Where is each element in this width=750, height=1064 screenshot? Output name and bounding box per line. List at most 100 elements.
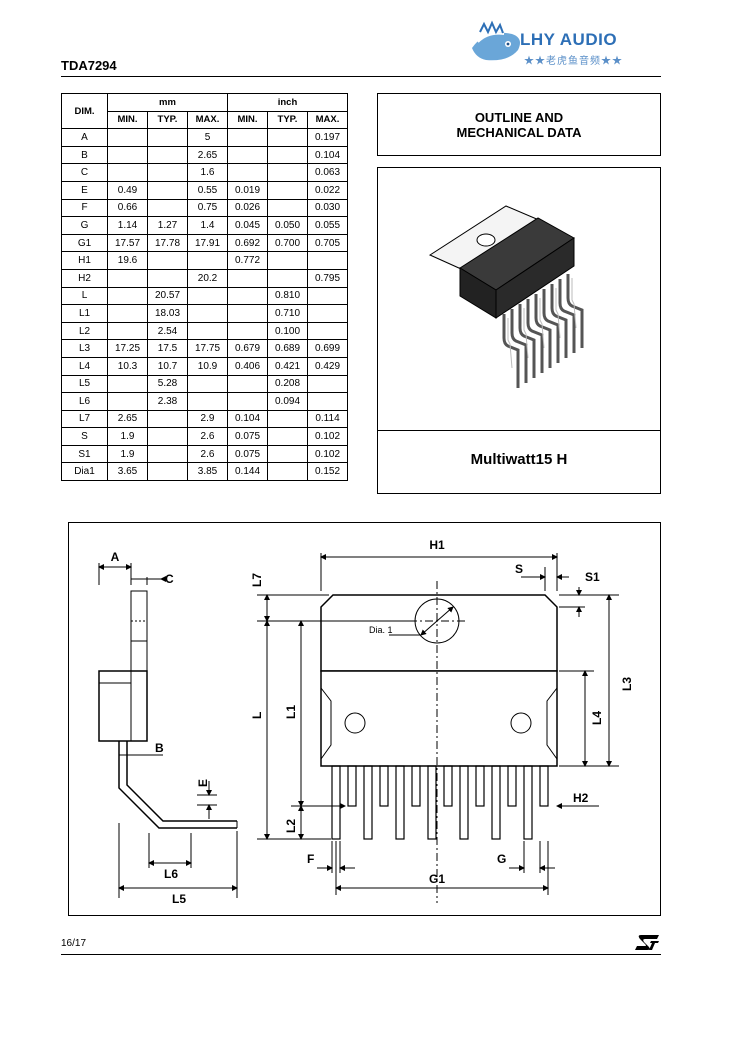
sub-header: MAX.: [307, 110, 348, 130]
dim-value-cell: 0.421: [267, 356, 308, 376]
dim-value-cell: 0.063: [307, 163, 348, 182]
dim-value-cell: 0.49: [107, 180, 148, 200]
drawing-pins: [331, 765, 549, 840]
dim-header: DIM.: [61, 92, 108, 130]
dim-value-cell: 2.54: [147, 321, 188, 341]
dim-value-cell: 0.689: [267, 339, 308, 358]
dim-value-cell: [147, 444, 188, 464]
page-number: 16/17: [61, 938, 87, 949]
lhy-audio-logo: [472, 20, 520, 61]
dim-value-cell: [107, 392, 148, 411]
dim-value-cell: 0.772: [227, 251, 268, 270]
dim-value-cell: [107, 128, 148, 147]
dim-name-cell: A: [61, 128, 108, 147]
dim-label-s: S: [515, 562, 523, 576]
dim-value-cell: 0.075: [227, 427, 268, 446]
package-pins: [502, 274, 584, 388]
dim-value-cell: [227, 304, 268, 323]
dim-value-cell: 1.6: [187, 163, 228, 182]
dim-value-cell: 0.679: [227, 339, 268, 358]
dim-label-s1: S1: [585, 570, 600, 584]
dim-name-cell: H2: [61, 268, 108, 288]
dim-label-l: L: [250, 712, 264, 719]
dim-value-cell: [267, 444, 308, 464]
dim-label-g: G: [497, 852, 506, 866]
dim-value-cell: 5: [187, 128, 228, 147]
dim-label-l3: L3: [620, 677, 634, 691]
dim-name-cell: L3: [61, 339, 108, 358]
dim-label-h2: H2: [573, 791, 589, 805]
dim-value-cell: [227, 286, 268, 306]
table-row: C 1.6 0.063: [61, 163, 348, 182]
dim-value-cell: [267, 180, 308, 200]
tiger-fish-icon: [472, 20, 520, 61]
dim-value-cell: [187, 286, 228, 306]
table-row: A 5 0.197: [61, 128, 348, 147]
dim-value-cell: [267, 145, 308, 165]
dim-name-cell: F: [61, 198, 108, 218]
dim-value-cell: 19.6: [107, 251, 148, 270]
sub-header: TYP.: [267, 110, 308, 130]
dim-value-cell: 17.25: [107, 339, 148, 358]
dim-value-cell: 1.9: [107, 444, 148, 464]
dim-value-cell: 0.705: [307, 233, 348, 253]
dim-value-cell: [267, 198, 308, 218]
dim-value-cell: [267, 163, 308, 182]
dim-value-cell: [107, 374, 148, 394]
dim-value-cell: [147, 427, 188, 446]
dim-value-cell: [267, 251, 308, 270]
dim-value-cell: [267, 128, 308, 147]
dim-value-cell: [227, 268, 268, 288]
dim-value-cell: 0.197: [307, 128, 348, 147]
dim-name-cell: H1: [61, 251, 108, 270]
dim-value-cell: 1.27: [147, 216, 188, 235]
dim-name-cell: L: [61, 286, 108, 306]
dim-label-a: A: [111, 550, 120, 564]
dim-value-cell: 5.28: [147, 374, 188, 394]
dim-value-cell: 0.050: [267, 216, 308, 235]
dim-value-cell: [147, 198, 188, 218]
dim-value-cell: [107, 286, 148, 306]
dim-value-cell: 0.795: [307, 268, 348, 288]
dim-value-cell: 20.2: [187, 268, 228, 288]
dim-value-cell: [187, 392, 228, 411]
dim-value-cell: 0.152: [307, 462, 348, 482]
package-name: Multiwatt15 H: [470, 451, 568, 468]
dim-value-cell: [147, 128, 188, 147]
package-image-box: Multiwatt15 H: [377, 167, 661, 494]
dim-label-e: E: [196, 779, 210, 787]
dim-name-cell: Dia1: [61, 462, 108, 482]
dim-value-cell: 18.03: [147, 304, 188, 323]
dim-name-cell: S1: [61, 444, 108, 464]
dim-value-cell: [307, 374, 348, 394]
dim-value-cell: 2.6: [187, 444, 228, 464]
dim-value-cell: [147, 462, 188, 482]
dim-value-cell: [147, 268, 188, 288]
dim-value-cell: 0.045: [227, 216, 268, 235]
document-title: TDA7294: [61, 58, 117, 73]
dim-value-cell: 20.57: [147, 286, 188, 306]
dim-value-cell: 0.710: [267, 304, 308, 323]
dim-value-cell: 17.57: [107, 233, 148, 253]
dim-value-cell: 0.699: [307, 339, 348, 358]
dim-value-cell: 2.65: [107, 409, 148, 429]
dim-label-l5: L5: [172, 892, 186, 906]
dim-label-b: B: [155, 741, 164, 755]
dim-value-cell: [307, 304, 348, 323]
table-row: H2 20.2 0.795: [61, 268, 348, 288]
outline-title-box: OUTLINE AND MECHANICAL DATA: [377, 93, 661, 156]
dim-value-cell: 10.9: [187, 356, 228, 376]
dim-label-l1: L1: [284, 705, 298, 719]
dim-name-cell: L7: [61, 409, 108, 429]
dim-value-cell: [307, 286, 348, 306]
sub-header: MIN.: [227, 110, 268, 130]
dim-name-cell: C: [61, 163, 108, 182]
dim-value-cell: [307, 392, 348, 411]
